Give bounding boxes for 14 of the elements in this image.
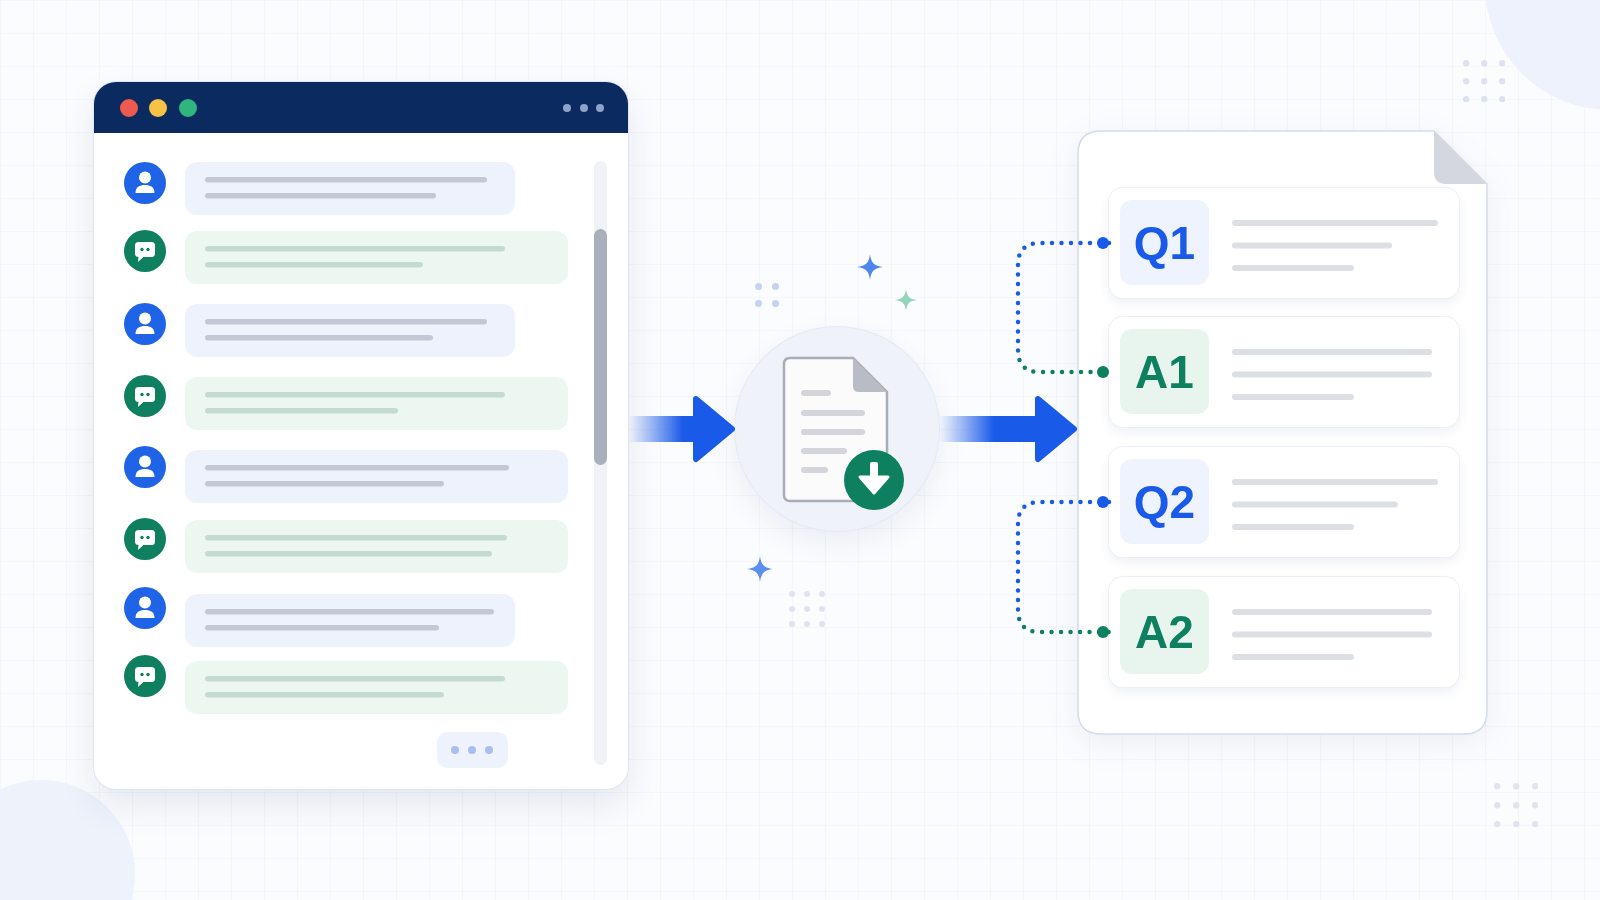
chat-window	[94, 82, 628, 789]
document-page	[1077, 130, 1488, 735]
qa-card	[1109, 447, 1459, 557]
arrow	[628, 396, 735, 462]
question-tag: Q1	[1120, 200, 1209, 285]
dotted-connector	[1015, 496, 1112, 638]
question-tag: Q2	[1120, 459, 1209, 544]
answer-tag: A1	[1120, 329, 1209, 414]
qa-card	[1109, 317, 1459, 427]
qa-card	[1109, 188, 1459, 298]
arrow	[939, 396, 1077, 462]
answer-tag: A2	[1120, 589, 1209, 674]
dotted-connector	[1015, 237, 1112, 378]
qa-card	[1109, 577, 1459, 687]
